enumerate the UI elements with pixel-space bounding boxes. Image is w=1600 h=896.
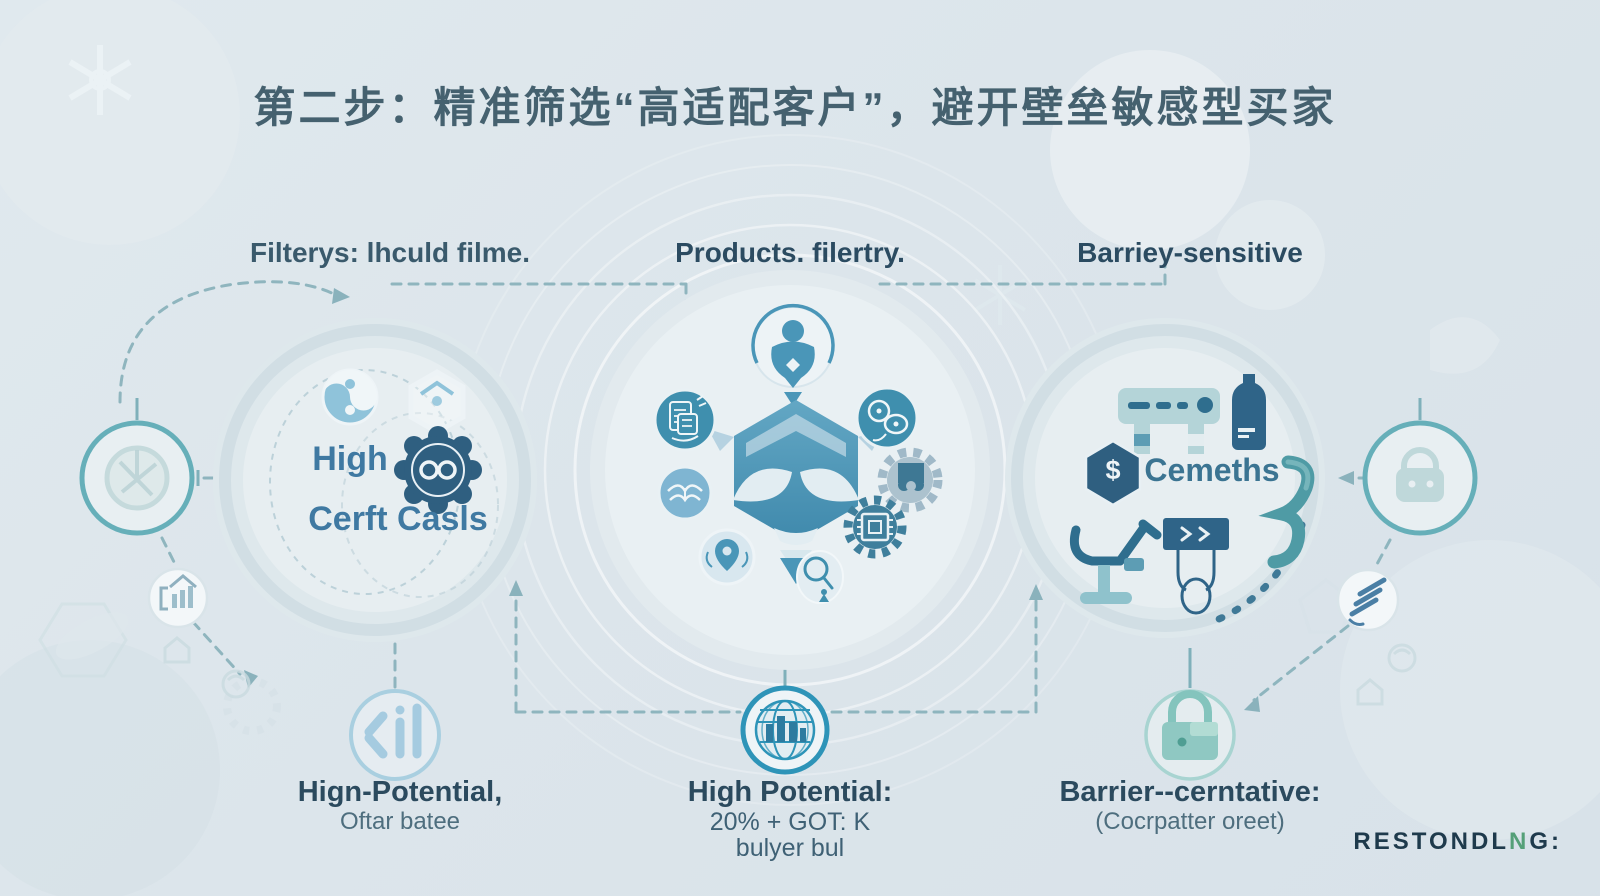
right-section-header: Barriey-sensitive bbox=[1077, 237, 1303, 268]
machine-icon bbox=[1118, 388, 1220, 454]
connector-stubs bbox=[135, 398, 1422, 688]
brand-logo-post: G: bbox=[1529, 828, 1562, 855]
wheel-ring-icon bbox=[79, 420, 195, 536]
left-circle-word-bottom: Cerft Casls bbox=[308, 500, 488, 538]
seal-infinity-icon bbox=[394, 426, 482, 514]
center-footer-line2: bulyer bul bbox=[735, 834, 845, 862]
center-circle-group bbox=[590, 270, 990, 775]
yin-yang-icon bbox=[321, 368, 379, 426]
left-section-header: Filterys: lhculd filme. bbox=[249, 237, 531, 268]
right-footer-sub: (Cocrpatter oreet) bbox=[1095, 808, 1285, 835]
page-title: 第二步：精准筛选“高适配客户”，避开壁垒敏感型买家 bbox=[253, 84, 1337, 131]
ribbon-icon bbox=[1258, 455, 1315, 569]
bar-chart-icon bbox=[349, 689, 441, 781]
center-footer-title: High Potential: bbox=[687, 776, 893, 808]
center-section-header: Products. filertry. bbox=[675, 237, 905, 268]
lock-ring-icon bbox=[1362, 420, 1478, 536]
invoice-icon bbox=[653, 388, 717, 452]
faint-mini-icons-right bbox=[1356, 643, 1417, 706]
puzzle-gear-icon bbox=[877, 447, 943, 513]
book-icon bbox=[657, 465, 713, 521]
gear-ornament bbox=[223, 677, 281, 735]
chip-gear-icon bbox=[843, 495, 907, 559]
left-circle-word-top: High bbox=[312, 440, 388, 478]
hexagon-ornament bbox=[38, 602, 128, 678]
faint-mini-icons-left bbox=[163, 636, 251, 699]
padlock-icon bbox=[1144, 689, 1236, 781]
hex-badge-icon bbox=[408, 369, 466, 435]
globe-icon bbox=[740, 685, 830, 775]
right-footer-title: Barrier--cerntative: bbox=[1059, 776, 1321, 808]
location-pin-icon bbox=[698, 528, 756, 586]
molecule-icon bbox=[855, 386, 919, 450]
dollar-symbol: $ bbox=[1105, 455, 1121, 485]
chair-icon bbox=[1069, 519, 1162, 604]
left-footer-sub: Oftar batee bbox=[339, 808, 461, 835]
brand-logo-accent: N bbox=[1508, 828, 1530, 855]
snowflake-icon bbox=[68, 45, 132, 115]
magnifier-icon bbox=[796, 550, 844, 604]
brand-logo: RESTONDLNG: bbox=[1353, 828, 1562, 856]
left-circle-group bbox=[213, 318, 537, 781]
person-icon bbox=[751, 303, 835, 406]
dollar-hexagon-icon bbox=[1084, 439, 1142, 507]
bottle-icon bbox=[1232, 374, 1266, 450]
brand-logo-pre: RESTONDL bbox=[1353, 828, 1509, 855]
right-circle-group bbox=[1005, 318, 1325, 638]
right-circle-label: Cemeths bbox=[1144, 452, 1280, 488]
left-footer-title: Hign-Potential, bbox=[297, 776, 503, 808]
wifi-layers-icon bbox=[1336, 568, 1400, 632]
center-footer-line1: 20% + GOT: K bbox=[709, 808, 871, 836]
crate-icon bbox=[1163, 518, 1229, 615]
building-chart-icon bbox=[147, 567, 209, 629]
